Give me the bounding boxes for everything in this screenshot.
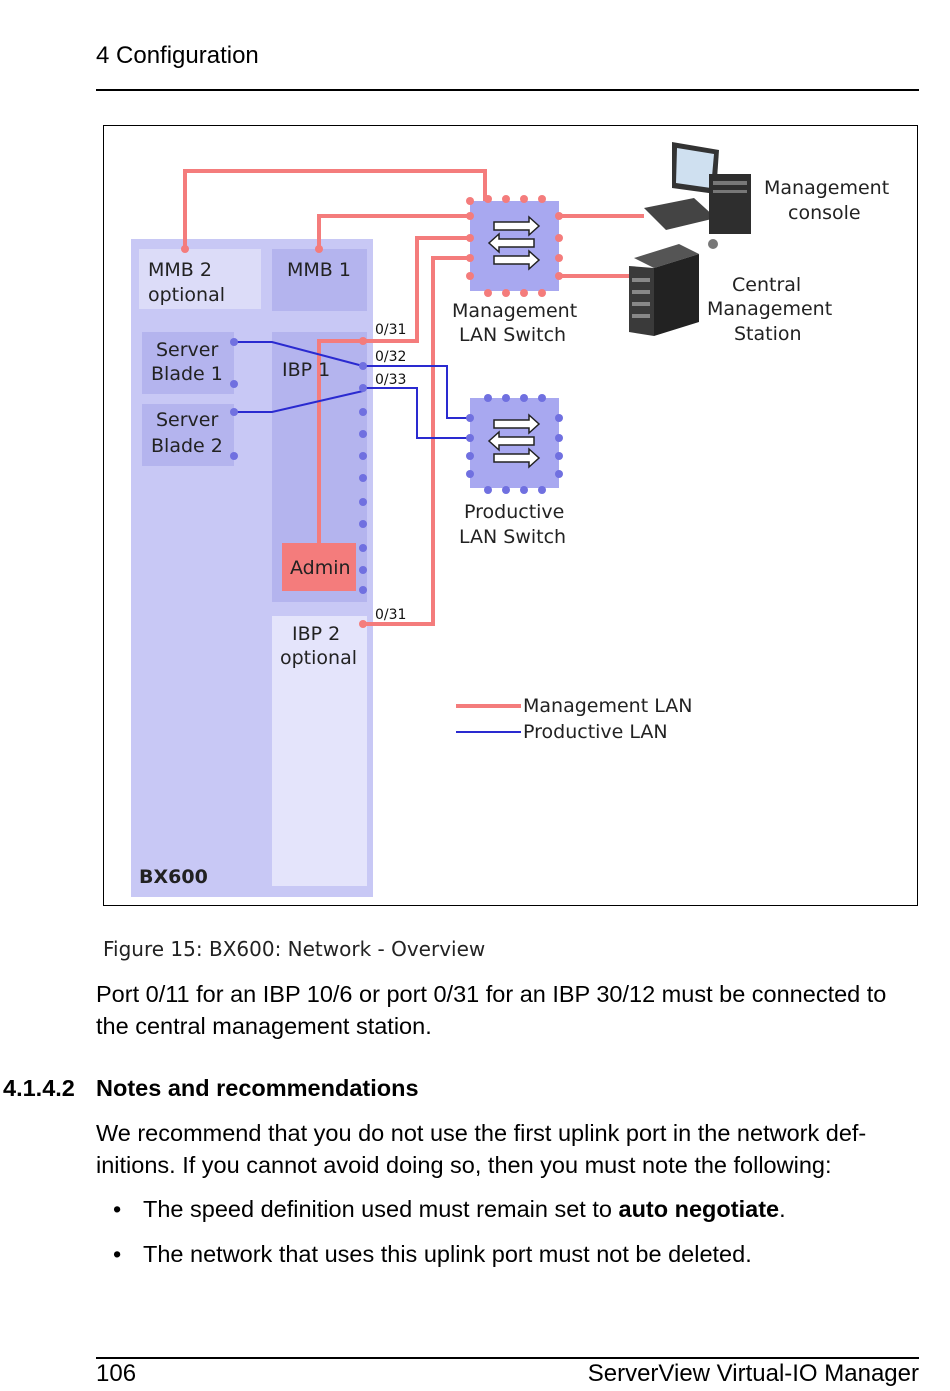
footer-rule	[96, 1357, 919, 1359]
section-number: 4.1.4.2	[3, 1075, 75, 1101]
server-blade-1	[142, 332, 234, 394]
page-number: 106	[96, 1360, 137, 1387]
admin-label: Admin	[290, 557, 351, 579]
ibp1-label: IBP 1	[282, 359, 330, 381]
bullet-bold-text: auto negotiate	[618, 1196, 780, 1222]
section-title: Notes and recommendations	[96, 1075, 419, 1101]
port-label: 0/31	[375, 607, 406, 623]
port-label: 0/33	[375, 372, 406, 388]
header-rule	[96, 89, 919, 91]
bullet-text: The speed definition used must remain se…	[143, 1196, 619, 1222]
bx600-label: BX600	[139, 866, 208, 888]
bullet-text: .	[779, 1196, 786, 1222]
ibp1-port-dots	[230, 338, 367, 594]
server-blade-2	[142, 404, 234, 466]
para-line: initions. If you cannot avoid doing so, …	[96, 1152, 832, 1178]
figure-caption: Figure 15: BX600: Network - Overview	[103, 937, 486, 961]
body-paragraph: Port 0/11 for an IBP 10/6 or port 0/31 f…	[96, 981, 887, 1039]
ibp2-module	[272, 616, 367, 886]
port-label: 0/31	[375, 322, 406, 338]
server-icon	[629, 244, 699, 336]
bullet-dot: •	[113, 1241, 122, 1267]
port-label: 0/32	[375, 349, 406, 365]
bullet-dot: •	[113, 1196, 122, 1222]
computer-icon	[644, 142, 751, 249]
bullet-item: The network that uses this uplink port m…	[143, 1241, 752, 1267]
productive-switch	[466, 394, 563, 494]
legend-label-productive: Productive LAN	[523, 721, 668, 743]
legend-label-management: Management LAN	[523, 695, 692, 717]
mgmt-port-dots	[181, 245, 367, 628]
mmb1-module	[272, 249, 367, 311]
bullet-item: The speed definition used must remain se…	[143, 1196, 786, 1223]
productive-lan-lines	[234, 341, 470, 439]
running-header: 4 Configuration	[96, 42, 259, 69]
mmb2-module	[139, 249, 261, 309]
footer-title: ServerView Virtual-IO Manager	[587, 1360, 919, 1387]
management-lan-lines	[183, 169, 644, 626]
body-paragraph: We recommend that you do not use the fir…	[96, 1117, 916, 1181]
para-line: We recommend that you do not use the fir…	[96, 1120, 867, 1146]
mmb1-label: MMB 1	[287, 259, 351, 281]
management-switch	[466, 195, 563, 297]
admin-box	[282, 543, 356, 591]
